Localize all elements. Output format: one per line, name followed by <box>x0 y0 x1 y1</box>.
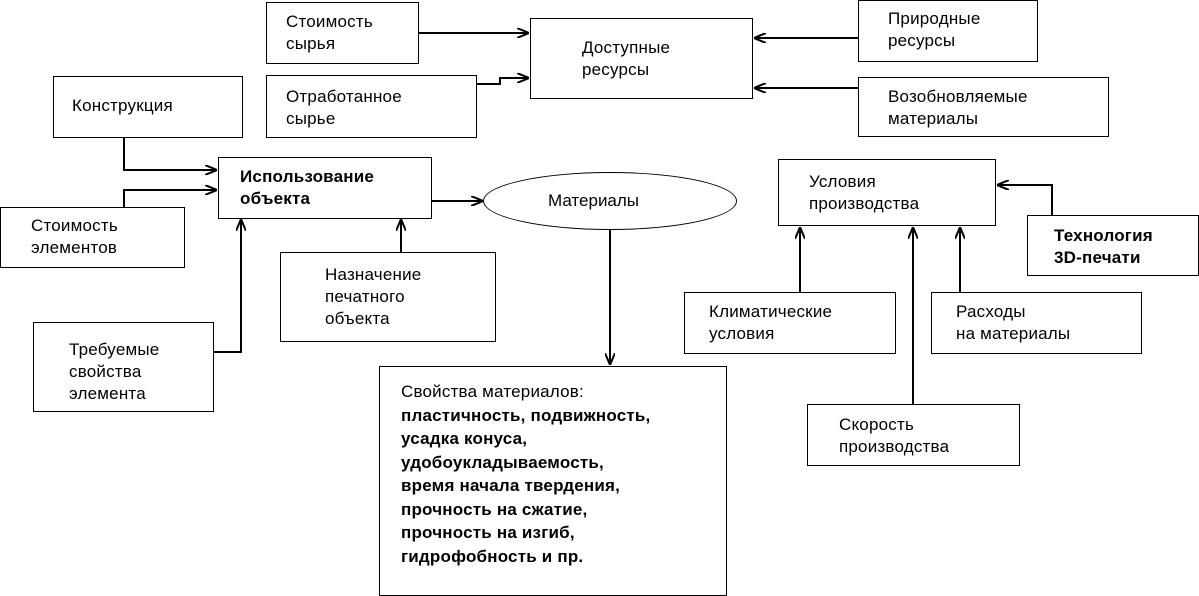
node-construction: Конструкция <box>53 76 243 138</box>
node-label-line: сырья <box>286 34 336 53</box>
node-production-speed: Скорость производства <box>807 404 1020 466</box>
node-label-line: время начала твердения, <box>401 476 621 495</box>
node-label-line: производства <box>839 437 950 456</box>
node-label-line: элемента <box>69 384 146 403</box>
node-label-line: Доступные <box>582 38 671 57</box>
edge-elem-cost-to-object-use <box>123 190 216 207</box>
node-label-line: прочность на сжатие, <box>401 499 588 519</box>
node-label-line: Природные <box>888 9 981 28</box>
node-label-line: ресурсы <box>582 60 650 79</box>
node-renewable-materials: Возобновляемые материалы <box>858 77 1109 137</box>
node-label-line: Назначение <box>325 265 422 284</box>
edge-required-props-to-object-use <box>214 220 241 353</box>
node-production-conditions: Условия производства <box>778 159 996 226</box>
node-label-line: Конструкция <box>72 96 173 115</box>
node-label-line: Требуемые <box>69 340 160 359</box>
node-label-line: Отработанное <box>286 87 402 106</box>
node-label-line: гидрофобность и пр. <box>401 546 584 566</box>
node-3d-printing-technology: Технология 3D-печати <box>1027 215 1199 276</box>
node-label-line: Расходы <box>956 302 1026 321</box>
node-label-line: на материалы <box>956 324 1071 343</box>
node-label-line: Возобновляемые <box>888 87 1028 106</box>
node-climatic-conditions: Климатические условия <box>684 292 896 354</box>
node-label-line: сырье <box>286 109 336 128</box>
node-label-line: Материалы <box>548 191 640 210</box>
node-printed-object-purpose: Назначение печатного объекта <box>280 252 496 342</box>
node-material-costs: Расходы на материалы <box>931 292 1142 354</box>
node-label-line: Технология <box>1054 226 1153 245</box>
node-label-line: объекта <box>325 309 390 328</box>
edge-waste-raw-to-available <box>477 78 528 85</box>
node-object-use: Использование объекта <box>218 157 432 219</box>
node-materials: Материалы <box>483 172 737 230</box>
node-label-line: прочность на изгиб, <box>401 523 575 542</box>
node-label-line: Климатические <box>709 302 833 321</box>
edge-construction-to-object-use <box>123 138 216 170</box>
node-label-line: Условия <box>809 172 876 191</box>
node-label-line: Свойства материалов: <box>401 382 584 401</box>
node-label-line: Использование <box>240 167 375 186</box>
node-label-line: удобоукладываемость, <box>401 452 604 472</box>
node-label-line: производства <box>809 194 920 213</box>
node-label-line: материалы <box>888 109 979 128</box>
node-label-line: Стоимость <box>31 216 118 235</box>
node-label-line: условия <box>709 324 775 343</box>
node-waste-raw: Отработанное сырье <box>266 75 477 138</box>
node-label-line: Стоимость <box>286 12 373 31</box>
node-raw-cost: Стоимость сырья <box>266 2 419 64</box>
node-label-line: усадка конуса, <box>401 429 528 448</box>
node-label-line: пластичность, подвижность, <box>401 405 651 425</box>
node-material-properties: Свойства материалов: пластичность, подви… <box>379 366 727 596</box>
node-label-line: Скорость <box>839 415 915 434</box>
node-label-line: элементов <box>31 238 118 257</box>
node-label-line: свойства <box>69 362 142 381</box>
node-available-resources: Доступные ресурсы <box>530 18 753 99</box>
node-label-line: печатного <box>325 287 405 306</box>
edge-tech-to-production <box>998 185 1053 215</box>
node-label-line: 3D-печати <box>1054 248 1141 267</box>
node-required-element-properties: Требуемые свойства элемента <box>33 322 214 412</box>
node-label-line: объекта <box>240 189 311 208</box>
node-label-line: ресурсы <box>888 31 956 50</box>
node-natural-resources: Природные ресурсы <box>858 0 1038 62</box>
node-element-cost: Стоимость элементов <box>0 207 185 268</box>
